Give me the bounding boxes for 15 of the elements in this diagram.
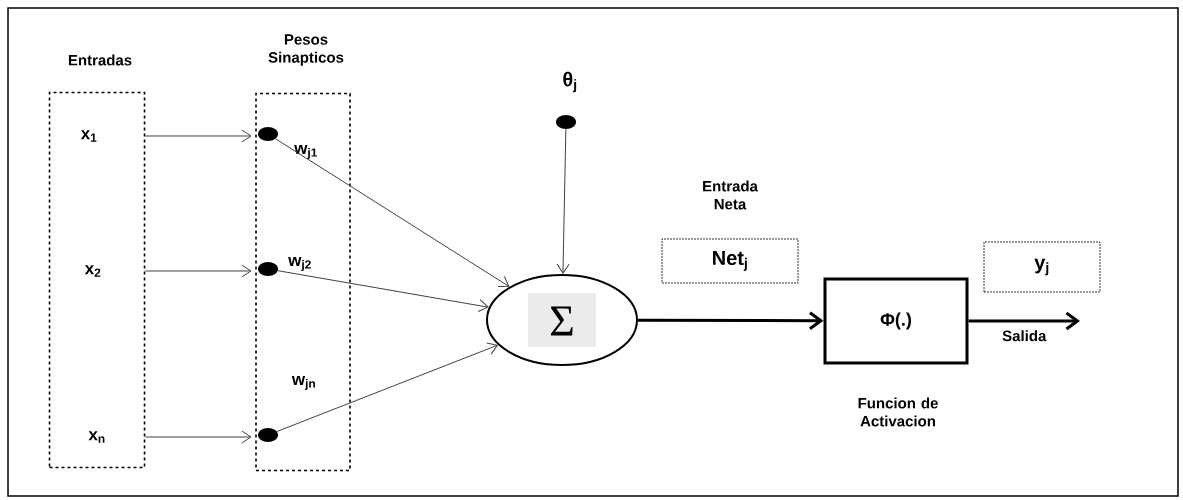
dashed-box: y$_{j}$ <box>983 241 1101 293</box>
edge-label: Salida <box>1002 330 1047 342</box>
dashed-box: Net$_{j}$ <box>661 238 799 284</box>
input-label: x$_{1}$ <box>80 130 97 142</box>
input-label: x$_{n}$ <box>88 431 105 443</box>
function-box: Φ(.) <box>823 277 969 365</box>
group-heading: Pesos Sinapticos <box>268 34 344 66</box>
node-caption: θ$_{j}$ <box>563 71 577 93</box>
dot <box>258 262 278 276</box>
node-caption: Funcion de Activacion <box>858 397 938 427</box>
dot <box>258 428 278 442</box>
box-heading: Entrada Neta <box>703 180 758 210</box>
group-heading: Entradas <box>68 54 132 66</box>
dot <box>258 127 278 141</box>
input-label: x$_{2}$ <box>84 265 101 277</box>
